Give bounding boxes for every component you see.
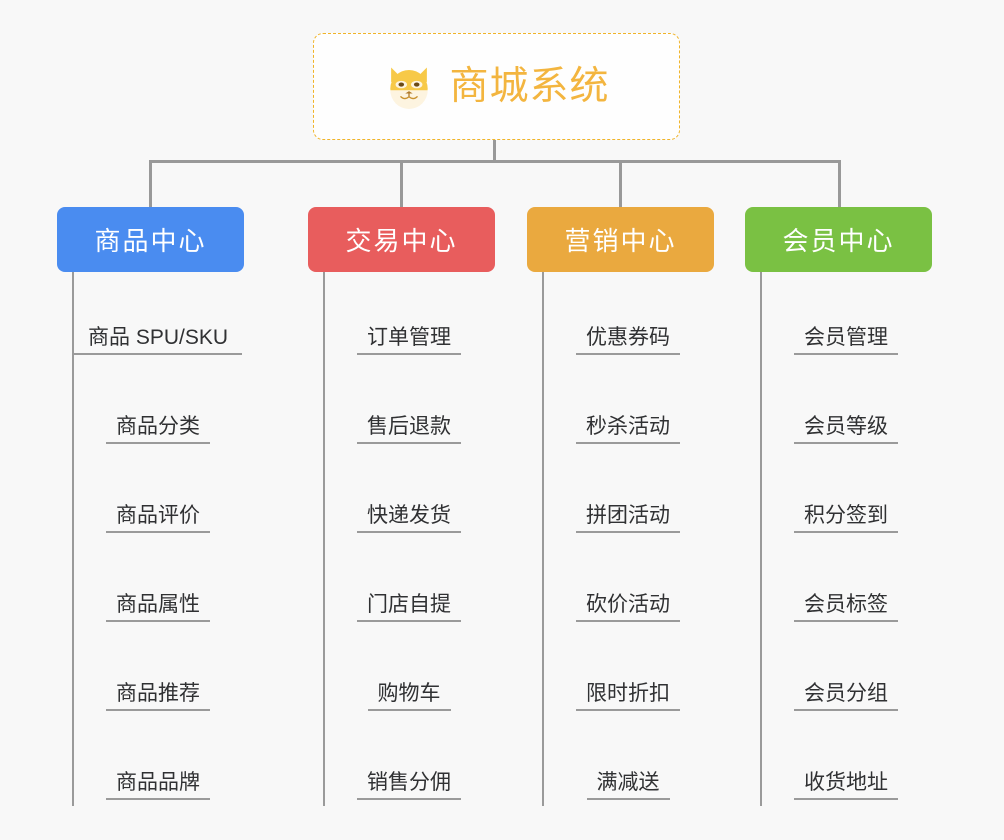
leaf-item[interactable]: 购物车 bbox=[325, 628, 497, 717]
leaf-item[interactable]: 优惠券码 bbox=[544, 272, 716, 361]
leaf-item[interactable]: 拼团活动 bbox=[544, 450, 716, 539]
leaf-list-3: 会员管理 会员等级 积分签到 会员标签 会员分组 收货地址 bbox=[760, 272, 934, 806]
leaf-item-label: 积分签到 bbox=[794, 504, 898, 533]
leaf-item[interactable]: 会员标签 bbox=[762, 539, 934, 628]
shiba-dog-face-icon bbox=[383, 61, 435, 113]
category-header-2[interactable]: 营销中心 bbox=[527, 207, 714, 272]
leaf-list-2: 优惠券码 秒杀活动 拼团活动 砍价活动 限时折扣 满减送 bbox=[542, 272, 716, 806]
root-node[interactable]: 商城系统 bbox=[313, 33, 680, 140]
connector-drop-2 bbox=[400, 160, 403, 208]
category-header-0[interactable]: 商品中心 bbox=[57, 207, 244, 272]
leaf-item-label: 会员等级 bbox=[794, 415, 898, 444]
leaf-item-label: 会员分组 bbox=[794, 682, 898, 711]
leaf-item[interactable]: 商品分类 bbox=[74, 361, 246, 450]
leaf-item-label: 满减送 bbox=[586, 771, 670, 800]
leaf-item-label: 商品推荐 bbox=[106, 682, 210, 711]
leaf-item-label: 秒杀活动 bbox=[576, 415, 680, 444]
leaf-item[interactable]: 满减送 bbox=[544, 717, 716, 806]
leaf-item-label: 门店自提 bbox=[357, 593, 461, 622]
leaf-item[interactable]: 商品品牌 bbox=[74, 717, 246, 806]
category-column-3: 会员中心 会员管理 会员等级 积分签到 会员标签 会员分组 收货地址 bbox=[745, 207, 934, 806]
connector-drop-4 bbox=[838, 160, 841, 208]
leaf-item-label: 砍价活动 bbox=[576, 593, 680, 622]
category-header-label: 交易中心 bbox=[345, 226, 458, 256]
connector-horizontal-bus bbox=[149, 160, 841, 163]
leaf-item-label: 收货地址 bbox=[794, 771, 898, 800]
leaf-item[interactable]: 售后退款 bbox=[325, 361, 497, 450]
leaf-item[interactable]: 门店自提 bbox=[325, 539, 497, 628]
leaf-item[interactable]: 快递发货 bbox=[325, 450, 497, 539]
leaf-item-label: 限时折扣 bbox=[576, 682, 680, 711]
connector-drop-1 bbox=[149, 160, 152, 208]
leaf-item[interactable]: 商品推荐 bbox=[74, 628, 246, 717]
leaf-item[interactable]: 会员等级 bbox=[762, 361, 934, 450]
leaf-item-label: 商品分类 bbox=[106, 415, 210, 444]
leaf-item-label: 商品属性 bbox=[106, 593, 210, 622]
leaf-item-label: 售后退款 bbox=[357, 415, 461, 444]
leaf-list-0: 商品 SPU/SKU 商品分类 商品评价 商品属性 商品推荐 商品品牌 bbox=[72, 272, 246, 806]
leaf-item[interactable]: 秒杀活动 bbox=[544, 361, 716, 450]
leaf-item[interactable]: 砍价活动 bbox=[544, 539, 716, 628]
category-column-1: 交易中心 订单管理 售后退款 快递发货 门店自提 购物车 销售分佣 bbox=[308, 207, 497, 806]
leaf-item-label: 销售分佣 bbox=[357, 771, 461, 800]
leaf-item-label: 商品评价 bbox=[106, 504, 210, 533]
root-title: 商城系统 bbox=[449, 65, 610, 108]
leaf-item-label: 购物车 bbox=[367, 682, 451, 711]
leaf-item[interactable]: 订单管理 bbox=[325, 272, 497, 361]
leaf-item-label: 会员管理 bbox=[794, 326, 898, 355]
leaf-item-label: 订单管理 bbox=[357, 326, 461, 355]
connector-drop-3 bbox=[619, 160, 622, 208]
leaf-item[interactable]: 会员分组 bbox=[762, 628, 934, 717]
leaf-item-label: 商品品牌 bbox=[106, 771, 210, 800]
leaf-item-label: 商品 SPU/SKU bbox=[73, 326, 243, 355]
leaf-item[interactable]: 会员管理 bbox=[762, 272, 934, 361]
leaf-item[interactable]: 商品评价 bbox=[74, 450, 246, 539]
leaf-item[interactable]: 商品属性 bbox=[74, 539, 246, 628]
leaf-item[interactable]: 销售分佣 bbox=[325, 717, 497, 806]
leaf-item[interactable]: 商品 SPU/SKU bbox=[73, 272, 246, 361]
leaf-item[interactable]: 限时折扣 bbox=[544, 628, 716, 717]
leaf-list-1: 订单管理 售后退款 快递发货 门店自提 购物车 销售分佣 bbox=[323, 272, 497, 806]
connector-root-stub bbox=[493, 140, 496, 163]
leaf-item-label: 拼团活动 bbox=[576, 504, 680, 533]
category-header-label: 会员中心 bbox=[782, 226, 895, 256]
leaf-item-label: 快递发货 bbox=[357, 504, 461, 533]
category-column-0: 商品中心 商品 SPU/SKU 商品分类 商品评价 商品属性 商品推荐 商品品牌 bbox=[57, 207, 246, 806]
leaf-item[interactable]: 积分签到 bbox=[762, 450, 934, 539]
category-column-2: 营销中心 优惠券码 秒杀活动 拼团活动 砍价活动 限时折扣 满减送 bbox=[527, 207, 716, 806]
leaf-item-label: 会员标签 bbox=[794, 593, 898, 622]
category-header-label: 商品中心 bbox=[94, 226, 207, 256]
category-header-3[interactable]: 会员中心 bbox=[745, 207, 932, 272]
leaf-item[interactable]: 收货地址 bbox=[762, 717, 934, 806]
category-header-1[interactable]: 交易中心 bbox=[308, 207, 495, 272]
leaf-item-label: 优惠券码 bbox=[576, 326, 680, 355]
category-header-label: 营销中心 bbox=[564, 226, 677, 256]
